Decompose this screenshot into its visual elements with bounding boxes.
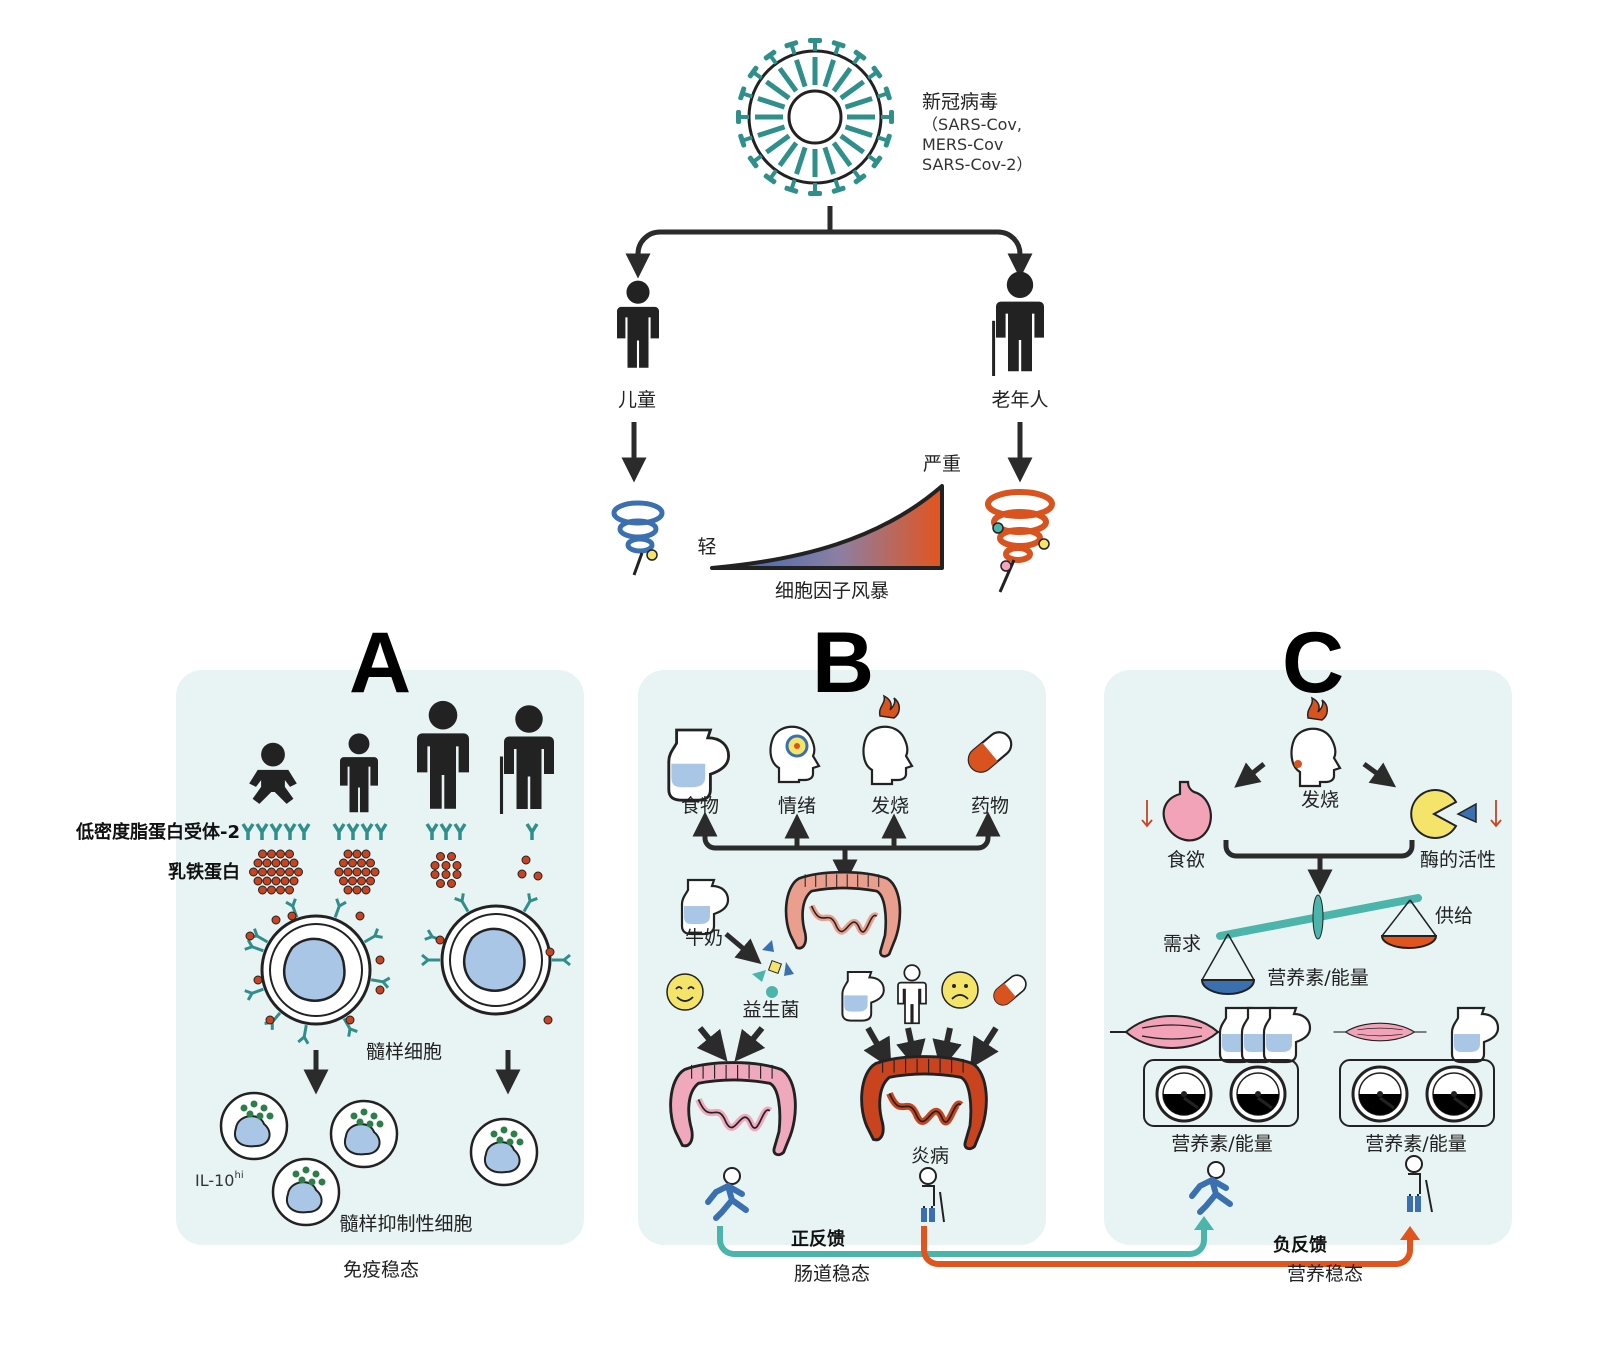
supply-label: 供给 — [1435, 905, 1473, 927]
gauge-box-right — [1339, 1059, 1495, 1127]
probiotics-icon — [752, 940, 794, 998]
severe-label: 严重 — [923, 453, 961, 475]
milk-label: 牛奶 — [685, 927, 723, 949]
healthy-intestine-icon — [669, 1061, 797, 1157]
risk-factors-row — [841, 964, 1027, 1025]
coronavirus-icon — [736, 38, 894, 196]
storm-severity-wedge — [710, 484, 944, 570]
elderly-small-icon — [499, 705, 554, 814]
runner-icon-c — [1189, 1161, 1233, 1215]
panel-c-bracket — [1223, 840, 1415, 895]
virus-strain-3: SARS-Cov-2） — [922, 155, 1032, 174]
drug-label: 药物 — [971, 795, 1009, 817]
fever-head-icon-c — [1290, 696, 1342, 788]
elderly-icon — [992, 271, 1044, 377]
pill-icon — [967, 731, 1013, 773]
factors-bracket-arrow — [692, 811, 1001, 885]
fever-label-c: 发烧 — [1301, 789, 1339, 811]
mild-label: 轻 — [697, 536, 716, 558]
myeloid-cell-young — [260, 914, 372, 1026]
panel-c-caption: 营养稳态 — [1287, 1263, 1363, 1285]
child-label: 儿童 — [618, 389, 656, 411]
demand-label: 需求 — [1163, 933, 1201, 955]
jugs-many-icon — [1218, 1006, 1312, 1064]
gauge-blue-2 — [1229, 1065, 1287, 1123]
panel-a-caption: 免疫稳态 — [343, 1259, 419, 1281]
inflammation-label: 炎病 — [911, 1145, 949, 1167]
enzyme-decrease-icon — [1490, 800, 1502, 828]
appetite-decrease-icon — [1141, 800, 1153, 828]
nutrient-left-label: 营养素/能量 — [1171, 1133, 1272, 1155]
virus-strain-1: （SARS-Cov, — [922, 115, 1022, 134]
mdsc-cell-1 — [219, 1091, 289, 1161]
receptor-label: 低密度脂蛋白受体-2 — [75, 821, 240, 843]
positive-feedback-arrow — [717, 1226, 1207, 1257]
infant-icon — [249, 742, 297, 804]
fever-label-b: 发烧 — [871, 795, 909, 817]
emotion-label: 情绪 — [778, 795, 816, 817]
emotion-head-icon — [769, 725, 821, 784]
mild-storm-icon — [611, 500, 665, 576]
mdsc-cell-4 — [469, 1117, 539, 1187]
nutrient-energy-label: 营养素/能量 — [1267, 967, 1368, 989]
enzyme-icon — [1410, 789, 1477, 839]
food-label: 食物 — [681, 795, 719, 817]
il10-label: IL-10hi — [195, 1170, 244, 1190]
positive-feedback-label: 正反馈 — [791, 1228, 845, 1250]
gauge-box-left — [1143, 1059, 1299, 1127]
gauge-red-2 — [1425, 1065, 1483, 1123]
lactoferrin-label: 乳铁蛋白 — [168, 861, 240, 883]
balance-scale-icon — [1200, 894, 1438, 995]
gauge-blue-1 — [1155, 1065, 1213, 1123]
panel-b-caption: 肠道稳态 — [794, 1263, 870, 1285]
fever-head-icon — [862, 694, 914, 786]
appetite-label: 食欲 — [1167, 849, 1205, 871]
negative-feedback-arrowhead — [1400, 1226, 1420, 1240]
panel-b-letter: B — [812, 615, 874, 711]
branch-arrows — [621, 206, 1033, 483]
runner-icon-b — [705, 1167, 749, 1221]
virus-title: 新冠病毒 — [922, 91, 998, 113]
nutrient-right-label: 营养素/能量 — [1365, 1133, 1466, 1155]
negative-feedback-arrow — [921, 1226, 1413, 1267]
pill-small-icon — [993, 974, 1027, 1006]
cell-surface-markers — [244, 893, 571, 1045]
myeloid-cell-old — [440, 904, 552, 1016]
mdsc-cell-2 — [329, 1099, 399, 1169]
mdsc-cell-3 — [271, 1157, 341, 1227]
myeloid-label: 髓样细胞 — [366, 1041, 442, 1063]
sad-face-icon — [941, 971, 979, 1009]
stomach-icon — [1162, 780, 1212, 842]
panel-b-down-arrows — [696, 1026, 999, 1071]
inflamed-intestine-icon — [860, 1055, 988, 1151]
panel-a-arrows — [303, 1050, 521, 1095]
receptor-row — [241, 823, 539, 840]
elderly-label: 老年人 — [991, 389, 1048, 411]
cytokine-storm-label: 细胞因子风暴 — [775, 580, 889, 602]
fever-split-arrows — [1234, 761, 1397, 788]
panel-c-letter: C — [1282, 615, 1344, 711]
panel-a-letter: A — [349, 615, 411, 711]
il10-text: IL-10 — [195, 1171, 234, 1190]
intestine-top-icon — [784, 870, 902, 958]
severe-storm-icon — [985, 489, 1055, 593]
happy-face-icon — [666, 973, 704, 1011]
milk-arrow — [724, 932, 762, 965]
age-people-row — [249, 700, 554, 814]
positive-feedback-arrowhead — [1194, 1216, 1214, 1230]
mdsc-label: 髓样抑制性细胞 — [339, 1213, 472, 1235]
lactoferrin-row — [249, 849, 543, 895]
elderly-walker-icon-b — [919, 1167, 945, 1223]
enzyme-label: 酶的活性 — [1420, 849, 1496, 871]
il10-superscript: hi — [234, 1170, 243, 1181]
gauge-red-1 — [1351, 1065, 1409, 1123]
child-icon — [617, 280, 659, 368]
virus-strain-2: MERS-Cov — [922, 135, 1003, 154]
probiotics-label: 益生菌 — [742, 999, 799, 1021]
negative-feedback-label: 负反馈 — [1273, 1234, 1327, 1256]
elderly-walker-icon-c — [1405, 1155, 1433, 1213]
